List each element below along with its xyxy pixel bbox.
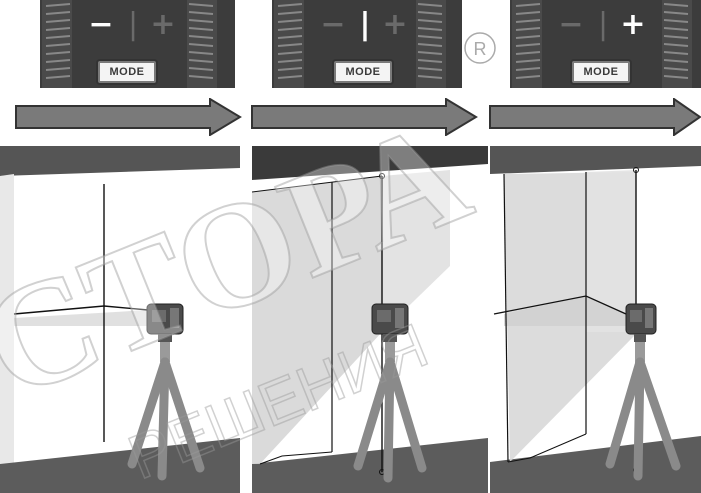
indicator-group: − | + xyxy=(318,8,416,42)
device-panel-2: − | + MODE xyxy=(272,0,462,88)
scene-panel-2 xyxy=(252,146,488,493)
bar-indicator-icon: | xyxy=(588,8,618,42)
indicator-group: − | + xyxy=(556,8,654,42)
plus-indicator-icon: + xyxy=(380,8,410,42)
mode-button[interactable]: MODE xyxy=(334,61,392,83)
plus-indicator-icon: + xyxy=(148,8,178,42)
device-panel-3: − | + MODE xyxy=(510,0,701,88)
mode-button[interactable]: MODE xyxy=(572,61,630,83)
bar-indicator-icon: | xyxy=(118,8,148,42)
arrow-right-icon xyxy=(488,98,701,136)
arrow-right-icon xyxy=(250,98,478,136)
bar-indicator-icon: | xyxy=(350,8,380,42)
svg-text:R: R xyxy=(474,39,487,59)
mode-button[interactable]: MODE xyxy=(98,61,156,83)
minus-indicator-icon: − xyxy=(556,8,586,42)
registered-icon: R xyxy=(462,30,498,66)
right-grip-icon xyxy=(414,0,448,88)
left-grip-icon xyxy=(510,0,544,88)
scene-panel-1 xyxy=(0,146,240,493)
right-grip-icon xyxy=(185,0,219,88)
left-grip-icon xyxy=(272,0,306,88)
minus-indicator-icon: − xyxy=(86,8,116,42)
right-grip-icon xyxy=(660,0,694,88)
left-grip-icon xyxy=(40,0,74,88)
device-panel-1: − | + MODE xyxy=(40,0,235,88)
scene-panel-3 xyxy=(490,146,701,493)
side-wall xyxy=(0,174,14,493)
plus-indicator-icon: + xyxy=(618,8,648,42)
indicator-group: − | + xyxy=(86,8,184,42)
minus-indicator-icon: − xyxy=(318,8,348,42)
arrow-right-icon xyxy=(14,98,242,136)
